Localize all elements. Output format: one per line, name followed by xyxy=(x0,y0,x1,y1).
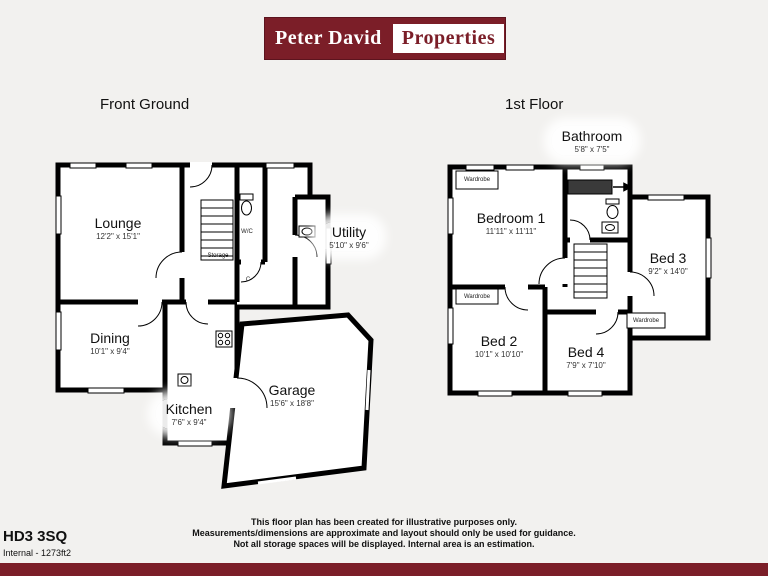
toilet-icon-ground xyxy=(239,193,254,216)
wardrobe-label-1: Wardrobe xyxy=(463,177,491,183)
room-label-kitchen: Kitchen 7'6" x 9'4" xyxy=(155,398,223,430)
garage-windows xyxy=(257,369,371,485)
bedroom1-name: Bedroom 1 xyxy=(476,209,546,226)
cupboard-label: C xyxy=(245,277,251,283)
toilet-icon-bath xyxy=(605,198,620,219)
room-label-dining: Dining 10'1" x 9'4" xyxy=(90,330,130,356)
brand-banner: Peter David Properties xyxy=(264,17,506,60)
first-floor-title: 1st Floor xyxy=(505,96,564,113)
bed3-dims: 9'2" x 14'0" xyxy=(648,266,688,276)
bed4-name: Bed 4 xyxy=(567,343,605,360)
wardrobe-boxes xyxy=(455,170,666,329)
kitchen-name: Kitchen xyxy=(165,400,213,417)
disclaimer: This floor plan has been created for ill… xyxy=(0,517,768,550)
wc-label: W/C xyxy=(241,229,253,235)
bed2-name: Bed 2 xyxy=(480,332,518,349)
footer-left: HD3 3SQ Internal - 1273ft2 xyxy=(3,528,71,558)
entry-arrow-icon xyxy=(613,182,633,192)
bed2-dims: 10'1" x 10'10" xyxy=(474,349,524,359)
ground-door-gaps xyxy=(138,162,298,408)
room-label-bed4: Bed 4 7'9" x 7'10" xyxy=(566,344,605,370)
utility-dims: 5'10" x 9'6" xyxy=(329,240,369,250)
room-label-garage: Garage 15'6" x 18'8" xyxy=(269,382,316,408)
disclaimer-line-1: This floor plan has been created for ill… xyxy=(251,517,517,527)
bed4-dims: 7'9" x 7'10" xyxy=(566,360,606,370)
bedroom1-dims: 11'11" x 11'11" xyxy=(485,226,537,236)
room-label-bedroom1: Bedroom 1 11'11" x 11'11" xyxy=(477,210,545,236)
bathroom-name: Bathroom xyxy=(561,127,623,144)
brand-primary: Peter David xyxy=(275,27,382,49)
ground-door-arcs xyxy=(137,164,318,409)
utility-name: Utility xyxy=(331,223,367,240)
bed3-name: Bed 3 xyxy=(649,249,687,266)
stairs-first xyxy=(573,243,608,299)
garage-name: Garage xyxy=(268,381,316,398)
dining-dims: 10'1" x 9'4" xyxy=(90,346,130,356)
postcode: HD3 3SQ xyxy=(3,528,68,545)
wardrobe-label-3: Wardrobe xyxy=(632,318,660,324)
lounge-name: Lounge xyxy=(94,214,142,231)
lounge-dims: 12'2" x 15'1" xyxy=(96,231,140,241)
bottom-brand-bar xyxy=(0,563,768,576)
storage-label: Storage xyxy=(207,253,229,259)
kitchen-dims: 7'6" x 9'4" xyxy=(171,417,207,427)
first-door-gaps xyxy=(505,237,633,315)
dining-name: Dining xyxy=(90,329,130,346)
wardrobe-label-2: Wardrobe xyxy=(463,294,491,300)
room-label-bed2: Bed 2 10'1" x 10'10" xyxy=(475,333,523,359)
bathroom-dims: 5'8" x 7'5" xyxy=(574,144,610,154)
sink-icon-bath xyxy=(601,221,619,234)
disclaimer-line-2: Measurements/dimensions are approximate … xyxy=(192,528,576,538)
bath-icon xyxy=(567,179,613,195)
first-door-arcs xyxy=(504,219,655,335)
first-interior-walls xyxy=(450,167,633,393)
sink-icon-utility xyxy=(298,225,316,238)
internal-area: Internal - 1273ft2 xyxy=(3,548,72,558)
first-floor-plan xyxy=(447,164,712,397)
room-label-utility: Utility 5'10" x 9'6" xyxy=(319,221,379,253)
ground-floor-plan xyxy=(55,162,374,489)
brand-secondary: Properties xyxy=(391,23,506,54)
first-windows xyxy=(447,164,712,397)
disclaimer-line-3: Not all storage spaces will be displayed… xyxy=(233,539,535,549)
stairs-ground xyxy=(200,199,234,261)
room-label-lounge: Lounge 12'2" x 15'1" xyxy=(95,215,142,241)
hob-icon xyxy=(215,330,233,348)
garage-dims: 15'6" x 18'8" xyxy=(270,398,314,408)
ground-floor-title: Front Ground xyxy=(100,96,190,113)
room-label-bathroom: Bathroom 5'8" x 7'5" xyxy=(551,125,633,157)
appliance-icon-kitchen xyxy=(177,373,192,387)
room-label-bed3: Bed 3 9'2" x 14'0" xyxy=(648,250,687,276)
